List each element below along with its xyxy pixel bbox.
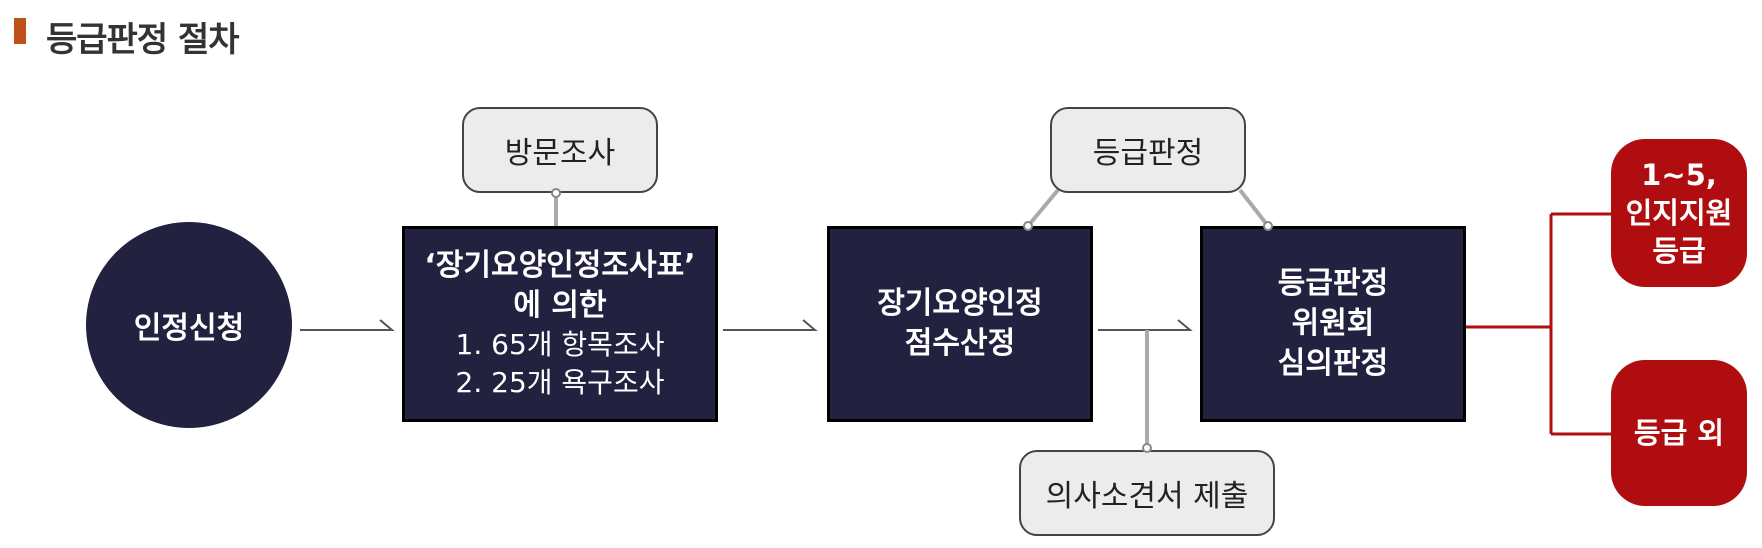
arrow-1 xyxy=(300,319,395,331)
connector-grading-right xyxy=(1238,188,1270,228)
score-line-2: 점수산정 xyxy=(904,326,1016,361)
survey-line-2: 에 의한 xyxy=(513,288,607,323)
node-application: 인정신청 xyxy=(86,222,292,428)
grades-line-2: 인지지원 xyxy=(1625,196,1733,230)
tag-doctor-label: 의사소견서 제출 xyxy=(1045,479,1249,514)
node-survey: ‘장기요양인정조사표’ 에 의한 1. 65개 항목조사 2. 25개 욕구조사 xyxy=(402,226,718,422)
connector-grading-left xyxy=(1026,188,1060,228)
grades-line-3: 등급 xyxy=(1652,234,1706,268)
survey-line-4: 2. 25개 욕구조사 xyxy=(455,366,665,399)
result-grades: 1~5, 인지지원 등급 xyxy=(1611,139,1747,287)
dot-visit xyxy=(551,188,561,198)
result-outside-label: 등급 외 xyxy=(1633,416,1725,450)
survey-line-3: 1. 65개 항목조사 xyxy=(455,328,665,361)
dot-doctor xyxy=(1142,443,1152,453)
tag-grading: 등급판정 xyxy=(1050,107,1246,193)
node-committee: 등급판정 위원회 심의판정 xyxy=(1200,226,1466,422)
tag-doctor: 의사소견서 제출 xyxy=(1019,450,1275,536)
dot-grading-left xyxy=(1023,221,1033,231)
title-marker xyxy=(14,18,26,44)
tag-grading-label: 등급판정 xyxy=(1092,136,1204,171)
grades-line-1: 1~5, xyxy=(1641,158,1717,192)
node-application-label: 인정신청 xyxy=(133,311,245,346)
survey-line-1: ‘장기요양인정조사표’ xyxy=(424,248,696,283)
committee-line-2: 위원회 xyxy=(1291,306,1375,341)
score-line-1: 장기요양인정 xyxy=(877,286,1043,321)
tag-visit: 방문조사 xyxy=(462,107,658,193)
tag-visit-label: 방문조사 xyxy=(504,136,616,171)
branch-red xyxy=(1466,212,1614,436)
dot-grading-right xyxy=(1263,221,1273,231)
arrow-2 xyxy=(723,319,818,331)
result-outside: 등급 외 xyxy=(1611,360,1747,506)
committee-line-3: 심의판정 xyxy=(1277,346,1389,381)
arrow-3 xyxy=(1098,319,1193,331)
page-title: 등급판정 절차 xyxy=(46,20,240,60)
committee-line-1: 등급판정 xyxy=(1277,266,1389,301)
node-score: 장기요양인정 점수산정 xyxy=(827,226,1093,422)
